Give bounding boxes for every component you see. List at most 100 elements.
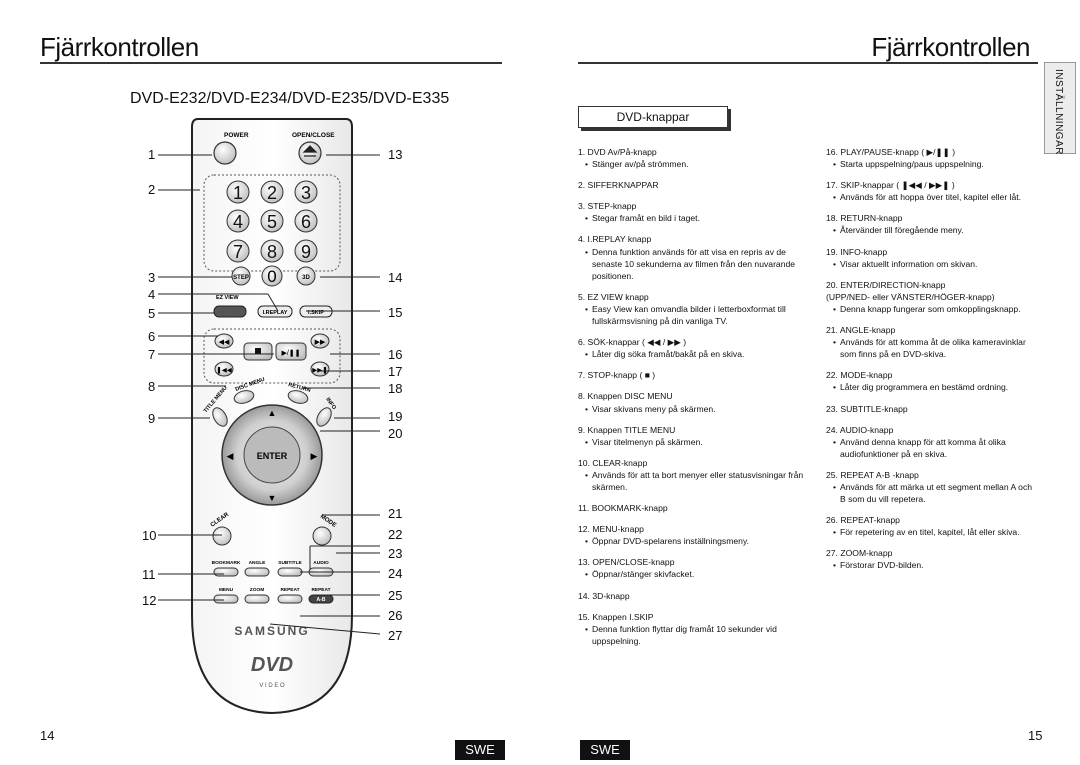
list-item-heading: 25. REPEAT A-B -knapp [826, 469, 919, 480]
enter-button [243, 426, 301, 484]
list-item-heading: 21. ANGLE-knapp [826, 325, 896, 336]
list-item-bullet: Denna funktion flyttar dig framåt 10 sek… [578, 623, 810, 647]
list-item-heading: 27. ZOOM-knapp [826, 548, 893, 559]
open-close-button [298, 141, 322, 165]
disc-menu-button [233, 390, 255, 404]
list-item-bullet: Används för att hoppa över titel, kapite… [826, 191, 1036, 203]
left-page-title: Fjärrkontrollen [40, 32, 199, 62]
callout-8: 8 [148, 379, 156, 394]
callout-19: 19 [388, 409, 403, 424]
list-item: 19. INFO-knappVisar aktuellt information… [826, 246, 1036, 270]
play-pause-button [275, 342, 307, 361]
list-item: 20. ENTER/DIRECTION-knapp (UPP/NED- elle… [826, 279, 1036, 315]
callout-5: 5 [148, 306, 156, 321]
list-item: 4. I.REPLAY knappDenna funktion används … [578, 233, 810, 281]
callout-23: 23 [388, 546, 403, 561]
list-item-heading: 20. ENTER/DIRECTION-knapp (UPP/NED- elle… [826, 279, 995, 302]
callout-lines [158, 154, 381, 635]
callout-1: 1 [148, 147, 156, 162]
list-item-bullet: Används för att komma åt de olika kamera… [826, 336, 1036, 360]
list-item-bullet: Använd denna knapp för att komma åt olik… [826, 436, 1036, 460]
list-item-bullet: Denna knapp fungerar som omkopplingsknap… [826, 303, 1036, 315]
list-item: 25. REPEAT A-B -knappAnvänds för att mär… [826, 469, 1036, 505]
search-back-icon: ◀◀ [219, 339, 230, 346]
right-page-title: Fjärrkontrollen [871, 32, 1030, 62]
list-item-bullet: Låter dig söka framåt/bakåt på en skiva. [578, 348, 810, 360]
svg-text:I.SKIP: I.SKIP [308, 310, 324, 316]
repeat-button [277, 594, 303, 604]
callout-14: 14 [388, 270, 403, 285]
list-item-bullet: Öppnar/stänger skivfacket. [578, 568, 810, 580]
button-list-col2: 16. PLAY/PAUSE-knapp ( ▶/❚❚ )Starta upps… [826, 146, 1036, 581]
right-arrow-icon: ▶ [311, 451, 318, 461]
list-item: 9. Knappen TITLE MENUVisar titelmenyn på… [578, 424, 810, 448]
section-heading: DVD-knappar [578, 106, 728, 128]
list-item: 3. STEP-knappStegar framåt en bild i tag… [578, 200, 810, 224]
list-item: 13. OPEN/CLOSE-knappÖppnar/stänger skivf… [578, 556, 810, 580]
svg-text:ENTER: ENTER [257, 451, 288, 461]
play-pause-icon: ▶/❚❚ [281, 349, 300, 357]
dvd-logo: DVD [251, 654, 293, 676]
callout-24: 24 [388, 566, 403, 581]
callout-17: 17 [388, 364, 403, 379]
svg-text:I.REPLAY: I.REPLAY [263, 310, 288, 316]
list-item: 27. ZOOM-knappFörstorar DVD-bilden. [826, 547, 1036, 571]
list-item-heading: 22. MODE-knapp [826, 370, 893, 381]
list-item-heading: 1. DVD Av/På-knapp [578, 147, 657, 157]
list-item-heading: 6. SÖK-knappar ( ◀◀ / ▶▶ ) [578, 337, 687, 348]
list-item-bullet: För repetering av en titel, kapitel, låt… [826, 526, 1036, 538]
callout-9: 9 [148, 411, 156, 426]
list-item-bullet: Visar aktuellt information om skivan. [826, 258, 1036, 270]
power-button [213, 141, 237, 165]
list-item-bullet: Låter dig programmera en bestämd ordning… [826, 381, 1036, 393]
ez-view-label: EZ VIEW [216, 295, 239, 301]
list-item-heading: 9. Knappen TITLE MENU [578, 424, 676, 435]
list-item-heading: 17. SKIP-knappar ( ❚◀◀ / ▶▶❚ ) [826, 180, 955, 191]
list-item: 15. Knappen I.SKIPDenna funktion flyttar… [578, 611, 810, 647]
callout-12: 12 [142, 593, 157, 608]
title-menu-button [212, 407, 228, 427]
list-item-bullet: Visar skivans meny på skärmen. [578, 403, 810, 415]
list-item: 24. AUDIO-knappAnvänd denna knapp för at… [826, 424, 1036, 460]
list-item-heading: 19. INFO-knapp [826, 246, 888, 257]
list-item: 18. RETURN-knappÅtervänder till föregåen… [826, 212, 1036, 236]
list-item-heading: 3. STEP-knapp [578, 201, 637, 212]
bookmark-label: BOOKMARK [212, 560, 241, 566]
list-item-heading: 13. OPEN/CLOSE-knapp [578, 557, 675, 568]
digit-6: 6 [301, 212, 311, 232]
callout-18: 18 [388, 381, 403, 396]
digit-4: 4 [233, 212, 243, 232]
left-page-number: 14 [40, 728, 55, 743]
list-item: 8. Knappen DISC MENUVisar skivans meny p… [578, 390, 810, 414]
list-item: 17. SKIP-knappar ( ❚◀◀ / ▶▶❚ )Används fö… [826, 179, 1036, 203]
callout-26: 26 [388, 608, 403, 623]
digit-0: 0 [267, 267, 276, 286]
list-item-heading: 24. AUDIO-knapp [826, 424, 894, 435]
list-item-heading: 23. SUBTITLE-knapp [826, 403, 908, 414]
menu-button [213, 594, 239, 604]
list-item: 5. EZ VIEW knappEasy View kan omvandla b… [578, 291, 810, 327]
repeat-label: REPEAT [280, 587, 299, 593]
open-close-label: OPEN/CLOSE [292, 132, 335, 139]
dvd-video-text: V I D E O [259, 683, 285, 689]
digit-9: 9 [301, 242, 311, 262]
button-list-col1: 1. DVD Av/På-knappStänger av/på strömmen… [578, 146, 810, 656]
list-item-heading: 2. SIFFERKNAPPAR [578, 180, 659, 191]
callout-27: 27 [388, 628, 403, 643]
list-item: 23. SUBTITLE-knapp [826, 403, 1036, 415]
list-item-heading: 10. CLEAR-knapp [578, 457, 648, 468]
angle-label: ANGLE [249, 560, 267, 566]
down-arrow-icon: ▼ [268, 493, 277, 503]
list-item-heading: 7. STOP-knapp ( ■ ) [578, 370, 656, 381]
left-arrow-icon: ◀ [227, 451, 234, 461]
digit-8: 8 [267, 242, 277, 262]
list-item-heading: 18. RETURN-knapp [826, 213, 903, 224]
power-label: POWER [224, 132, 249, 139]
model-line: DVD-E232/DVD-E234/DVD-E235/DVD-E335 [130, 90, 450, 107]
list-item: 14. 3D-knapp [578, 590, 810, 602]
right-language-badge: SWE [580, 740, 630, 760]
list-item: 11. BOOKMARK-knapp [578, 502, 810, 514]
list-item: 22. MODE-knappLåter dig programmera en b… [826, 369, 1036, 393]
list-item-heading: 4. I.REPLAY knapp [578, 234, 652, 245]
list-item-bullet: Stegar framåt en bild i taget. [578, 212, 810, 224]
